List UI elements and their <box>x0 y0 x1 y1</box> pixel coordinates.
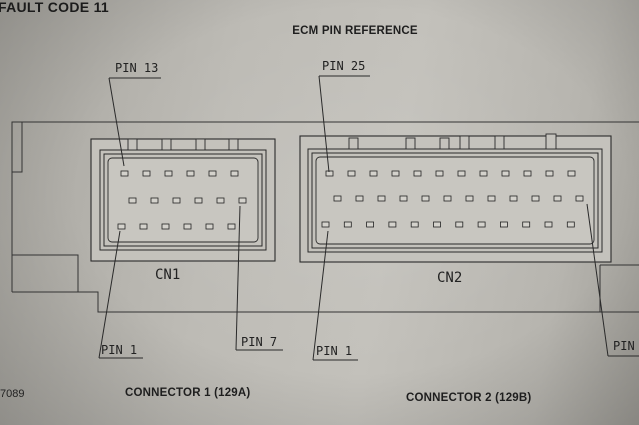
pin-socket <box>205 223 214 230</box>
connector1-caption: CONNECTOR 1 (129A) <box>125 387 251 399</box>
cn2-pin25-label: PIN 25 <box>322 59 365 73</box>
pin-socket <box>216 197 225 204</box>
pin-socket <box>457 170 466 177</box>
cn2-connector <box>299 133 612 263</box>
pin-socket <box>477 221 486 228</box>
pin-socket <box>366 221 375 228</box>
pin-socket <box>161 223 170 230</box>
pin-socket <box>355 195 364 202</box>
pin-socket <box>164 170 173 177</box>
pin-socket <box>227 223 236 230</box>
pin-socket <box>117 223 126 230</box>
cn2-pin1-label: PIN 1 <box>316 344 352 358</box>
pin-socket <box>388 221 397 228</box>
pin-socket <box>139 223 148 230</box>
pin-socket <box>410 221 419 228</box>
cn2-leader-lines <box>312 75 639 361</box>
ecm-housing-outline <box>11 121 639 313</box>
pin-socket <box>369 170 378 177</box>
pin-socket <box>391 170 400 177</box>
cn1-label: CN1 <box>155 267 180 283</box>
pin-socket <box>509 195 518 202</box>
cn1-pin1-label: PIN 1 <box>101 343 137 357</box>
pin-socket <box>499 221 508 228</box>
pin-socket <box>399 195 408 202</box>
cn1-pin-grid <box>117 170 247 230</box>
cn1-pin13-label: PIN 13 <box>115 61 158 75</box>
pin-socket <box>238 197 247 204</box>
pin-socket <box>194 197 203 204</box>
cn1-pin7-label: PIN 7 <box>241 335 277 349</box>
pin-socket <box>347 170 356 177</box>
pin-socket <box>522 221 531 228</box>
pin-socket <box>544 221 553 228</box>
pin-socket <box>443 195 452 202</box>
pin-socket <box>421 195 430 202</box>
diagram-title: ECM PIN REFERENCE <box>292 25 418 37</box>
pin-socket <box>566 221 575 228</box>
pin-socket <box>523 170 532 177</box>
pin-socket <box>343 221 352 228</box>
pin-socket <box>413 170 422 177</box>
pin-socket <box>325 170 334 177</box>
pin-socket <box>377 195 386 202</box>
pin-socket <box>321 221 330 228</box>
pin-socket <box>531 195 540 202</box>
pin-socket <box>487 195 496 202</box>
cn1-connector <box>90 138 276 262</box>
pin-socket <box>333 195 342 202</box>
pin-socket <box>120 170 129 177</box>
figure-number: 7089 <box>0 388 25 400</box>
pin-socket <box>128 197 137 204</box>
cn2-pin-grid <box>321 170 584 228</box>
pin-socket <box>501 170 510 177</box>
pin-socket <box>479 170 488 177</box>
connector2-caption: CONNECTOR 2 (129B) <box>406 392 532 404</box>
cn1-leader-lines <box>98 77 283 359</box>
pin-socket <box>553 195 562 202</box>
pin-socket <box>186 170 195 177</box>
pin-socket <box>465 195 474 202</box>
pin-socket <box>435 170 444 177</box>
fault-code-header: FAULT CODE 11 <box>0 0 109 15</box>
pin-socket <box>433 221 441 228</box>
pin-socket <box>172 197 181 204</box>
pin-socket <box>208 170 217 177</box>
pin-socket <box>455 221 464 228</box>
pin-socket <box>150 197 159 204</box>
pin-socket <box>545 170 554 177</box>
cn2-pin-label: PIN <box>613 339 635 353</box>
pin-socket <box>183 223 192 230</box>
pin-socket <box>567 170 576 177</box>
pin-socket <box>230 170 239 177</box>
pin-socket <box>142 170 151 177</box>
cn2-label: CN2 <box>437 270 462 286</box>
pin-socket <box>575 195 584 202</box>
